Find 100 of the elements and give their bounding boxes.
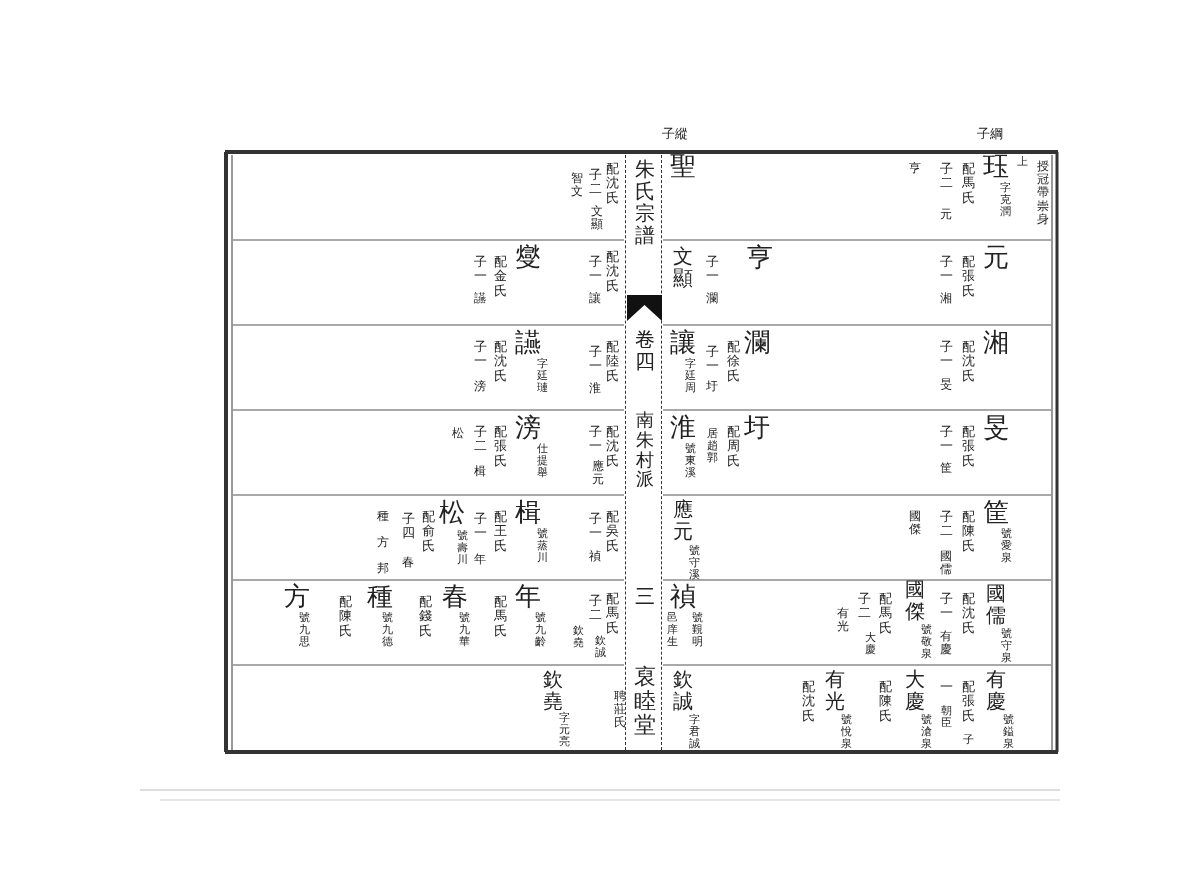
annotation-text: 子二 xyxy=(939,162,953,191)
column-text: 南朱村派 xyxy=(635,410,654,490)
annotation-text: 淮 xyxy=(589,382,601,396)
person-name: 元 xyxy=(983,243,1009,272)
annotation-text: 子一 xyxy=(705,255,719,284)
column-text: 朱氏宗譜 xyxy=(634,158,655,246)
annotation-text: 讓 xyxy=(589,292,601,306)
person-name: 筐 xyxy=(983,498,1009,527)
annotation-text: 筐 xyxy=(940,462,952,476)
annotation-text: 春 xyxy=(402,556,414,570)
annotation-text: 配陳氏 xyxy=(338,595,352,638)
person-name: 松 xyxy=(439,498,465,527)
person-name: 亨 xyxy=(747,243,773,272)
annotation-text: 配張氏 xyxy=(493,425,507,468)
annotation-text: 文顯 xyxy=(591,205,603,232)
annotation-text: 楫 xyxy=(474,465,486,479)
person-name: 種 xyxy=(367,582,393,611)
person-name: 應元 xyxy=(673,498,693,542)
annotation-text: 配徐氏 xyxy=(726,340,740,383)
annotation-text: 子 xyxy=(962,734,974,747)
annotation-text: 號東溪 xyxy=(684,443,696,480)
annotation-text: 號守泉 xyxy=(1000,628,1012,665)
annotation-text: 讌 xyxy=(474,292,486,306)
annotation-text: 元 xyxy=(940,208,952,222)
annotation-text: 配陸氏 xyxy=(605,340,619,383)
annotation-text: 居趙郭 xyxy=(706,428,718,465)
annotation-text: 子一 xyxy=(588,345,602,374)
annotation-text: 禎 xyxy=(589,550,601,564)
annotation-text: 欽堯 xyxy=(572,625,584,650)
annotation-text: 亨 xyxy=(909,162,921,176)
annotation-text: 配馬氏 xyxy=(961,162,975,205)
column-text: 三 xyxy=(634,585,655,607)
annotation-text: 子一 xyxy=(473,512,487,541)
annotation-text: 邑庠生 xyxy=(666,612,678,649)
annotation-text: 上 xyxy=(1016,156,1028,169)
annotation-text: 大慶 xyxy=(864,632,876,657)
annotation-text: 子一 xyxy=(939,340,953,369)
annotation-text: 子一 xyxy=(473,340,487,369)
annotation-text: 湘 xyxy=(940,292,952,306)
annotation-text: 字廷周 xyxy=(684,358,696,395)
person-name: 旻 xyxy=(983,413,1009,442)
annotation-text: 字克潤 xyxy=(999,182,1011,219)
column-text: 卷四 xyxy=(634,328,655,372)
annotation-text: 配沈氏 xyxy=(801,680,815,723)
annotation-text: 配馬氏 xyxy=(878,592,892,635)
annotation-text: 配周氏 xyxy=(726,425,740,468)
person-name: 國傑 xyxy=(905,578,925,622)
annotation-text: 配馬氏 xyxy=(605,592,619,635)
person-name: 瀾 xyxy=(744,328,770,357)
annotation-text: 子一 xyxy=(705,345,719,374)
annotation-text: 配張氏 xyxy=(961,255,975,298)
person-name: 圩 xyxy=(744,413,770,442)
annotation-text: 配陳氏 xyxy=(878,680,892,723)
annotation-text: 配張氏 xyxy=(961,680,975,723)
annotation-text: 有慶 xyxy=(940,630,952,657)
annotation-text: 配沈氏 xyxy=(605,250,619,293)
annotation-text: 配沈氏 xyxy=(493,340,507,383)
annotation-text: 子一 xyxy=(939,592,953,621)
annotation-text: 仕提舉 xyxy=(536,443,548,480)
annotation-text: 授冠帶崇身 xyxy=(1037,160,1049,226)
person-name: 欽堯 xyxy=(543,668,563,712)
person-name: 聖 xyxy=(670,152,696,181)
annotation-text: 瀾 xyxy=(706,292,718,306)
person-name: 文顯 xyxy=(673,245,693,289)
annotation-text: 號悅泉 xyxy=(840,714,852,751)
annotation-text: 旻 xyxy=(940,378,952,392)
annotation-text: 配錢氏 xyxy=(418,595,432,638)
annotation-text: 應元 xyxy=(592,460,604,487)
annotation-text: 國傑 xyxy=(909,510,921,537)
annotation-text: 號壽川 xyxy=(456,530,468,567)
annotation-text: 種 xyxy=(377,510,389,524)
annotation-text: 有光 xyxy=(837,607,849,634)
annotation-text: 子一 xyxy=(588,255,602,284)
annotation-text: 配馬氏 xyxy=(493,595,507,638)
person-name: 珏 xyxy=(983,152,1009,181)
annotation-text: 號蒸川 xyxy=(536,528,548,565)
annotation-text: 國儒 xyxy=(940,550,952,577)
center-column-band xyxy=(625,155,662,750)
annotation-text: 子二 xyxy=(588,594,602,623)
annotation-text: 欽誠 xyxy=(594,635,606,660)
annotation-text: 號九華 xyxy=(458,612,470,649)
person-name: 讌 xyxy=(515,328,541,357)
annotation-text: 朝臣 xyxy=(940,705,952,730)
person-name: 楫 xyxy=(515,498,541,527)
annotation-text: 邦 xyxy=(377,562,389,576)
annotation-text: 號敬泉 xyxy=(920,624,932,661)
annotation-text: 子四 xyxy=(401,512,415,541)
page-header: 子綱 xyxy=(977,127,1003,140)
annotation-text: 配王氏 xyxy=(493,510,507,553)
person-name: 滂 xyxy=(515,413,541,442)
annotation-text: 子一 xyxy=(939,255,953,284)
annotation-text: 子一 xyxy=(588,512,602,541)
annotation-text: 號九思 xyxy=(298,612,310,649)
annotation-text: 子二 xyxy=(857,592,871,621)
annotation-text: 子一 xyxy=(588,425,602,454)
annotation-text: 配沈氏 xyxy=(961,592,975,635)
annotation-text: 字廷璉 xyxy=(536,358,548,395)
annotation-text: 字元亮 xyxy=(558,712,570,749)
annotation-text: 號愛泉 xyxy=(1000,528,1012,565)
annotation-text: 配沈氏 xyxy=(605,162,619,205)
